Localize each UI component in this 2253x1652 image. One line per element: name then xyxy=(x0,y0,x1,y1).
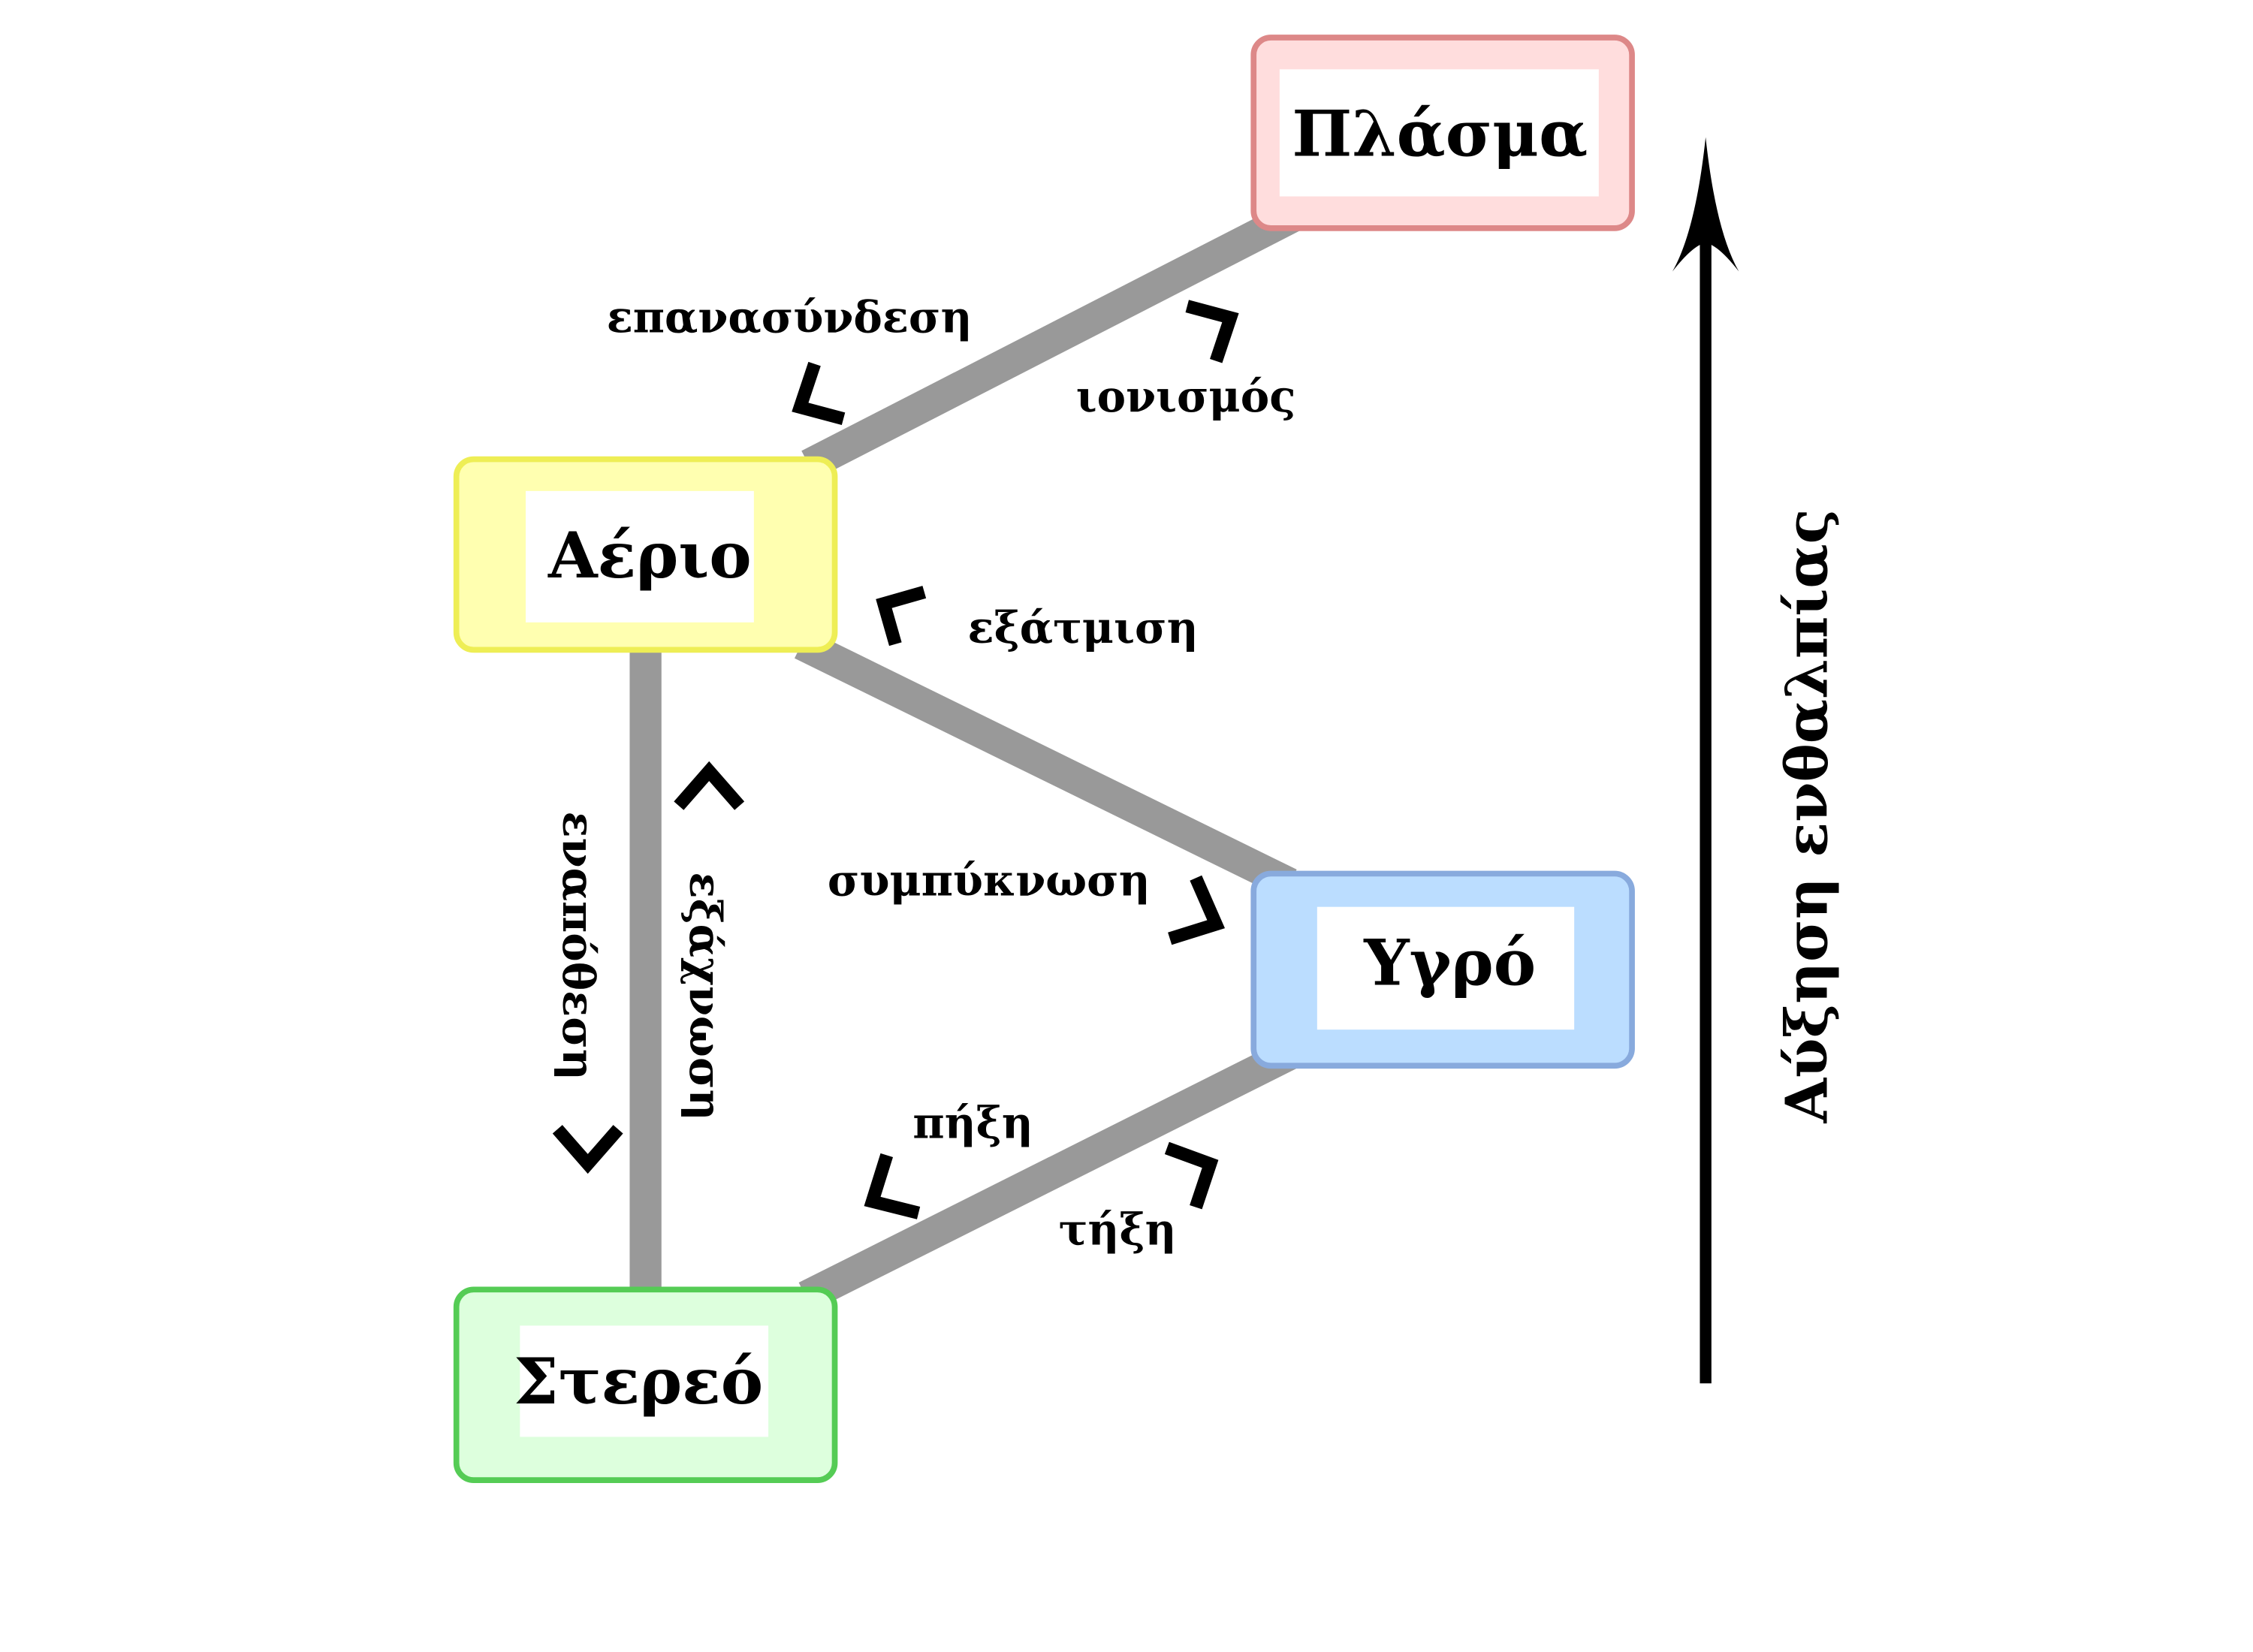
state-plasma: Πλάσμα xyxy=(1250,35,1635,231)
label-ionization: ιονισμός xyxy=(1076,371,1296,422)
state-liquid-label: Υγρό xyxy=(1363,926,1536,1000)
arrow-head-icon xyxy=(1672,137,1739,272)
label-evaporation: εξάτμιση xyxy=(967,602,1198,653)
state-gas: Αέριο xyxy=(453,456,838,653)
state-solid: Στερεό xyxy=(453,1286,838,1483)
chevron-evaporation-icon xyxy=(876,586,927,647)
enthalpy-axis-label: Αύξηση ενθαλπίας xyxy=(1774,509,1841,1124)
chevron-recombination-icon xyxy=(792,361,846,426)
chevron-deposition-icon xyxy=(552,1125,623,1174)
label-deposition: εναπόθεση xyxy=(553,812,604,1081)
edge-gas-plasma xyxy=(801,202,1300,480)
state-gas-label: Αέριο xyxy=(547,518,752,592)
edge-solid-liquid xyxy=(798,1039,1297,1311)
state-solid-label: Στερεό xyxy=(514,1344,763,1418)
chevron-sublimation-icon xyxy=(674,761,745,810)
edge-gas-liquid xyxy=(794,629,1297,898)
state-liquid: Υγρό xyxy=(1250,870,1635,1069)
label-freezing: πήξη xyxy=(912,1097,1033,1148)
label-sublimation: εξάχνωση xyxy=(680,872,731,1120)
chevron-freezing-icon xyxy=(864,1153,921,1219)
label-condensation: συμπύκνωση xyxy=(828,855,1151,906)
state-plasma-label: Πλάσμα xyxy=(1292,97,1588,171)
label-recombination: επανασύνδεση xyxy=(607,291,973,342)
label-melting: τήξη xyxy=(1059,1204,1177,1256)
chevron-condensation-icon xyxy=(1168,875,1226,945)
enthalpy-arrow xyxy=(1672,137,1739,1384)
chevron-melting-icon xyxy=(1164,1141,1219,1210)
chevron-ionization-icon xyxy=(1185,300,1239,363)
